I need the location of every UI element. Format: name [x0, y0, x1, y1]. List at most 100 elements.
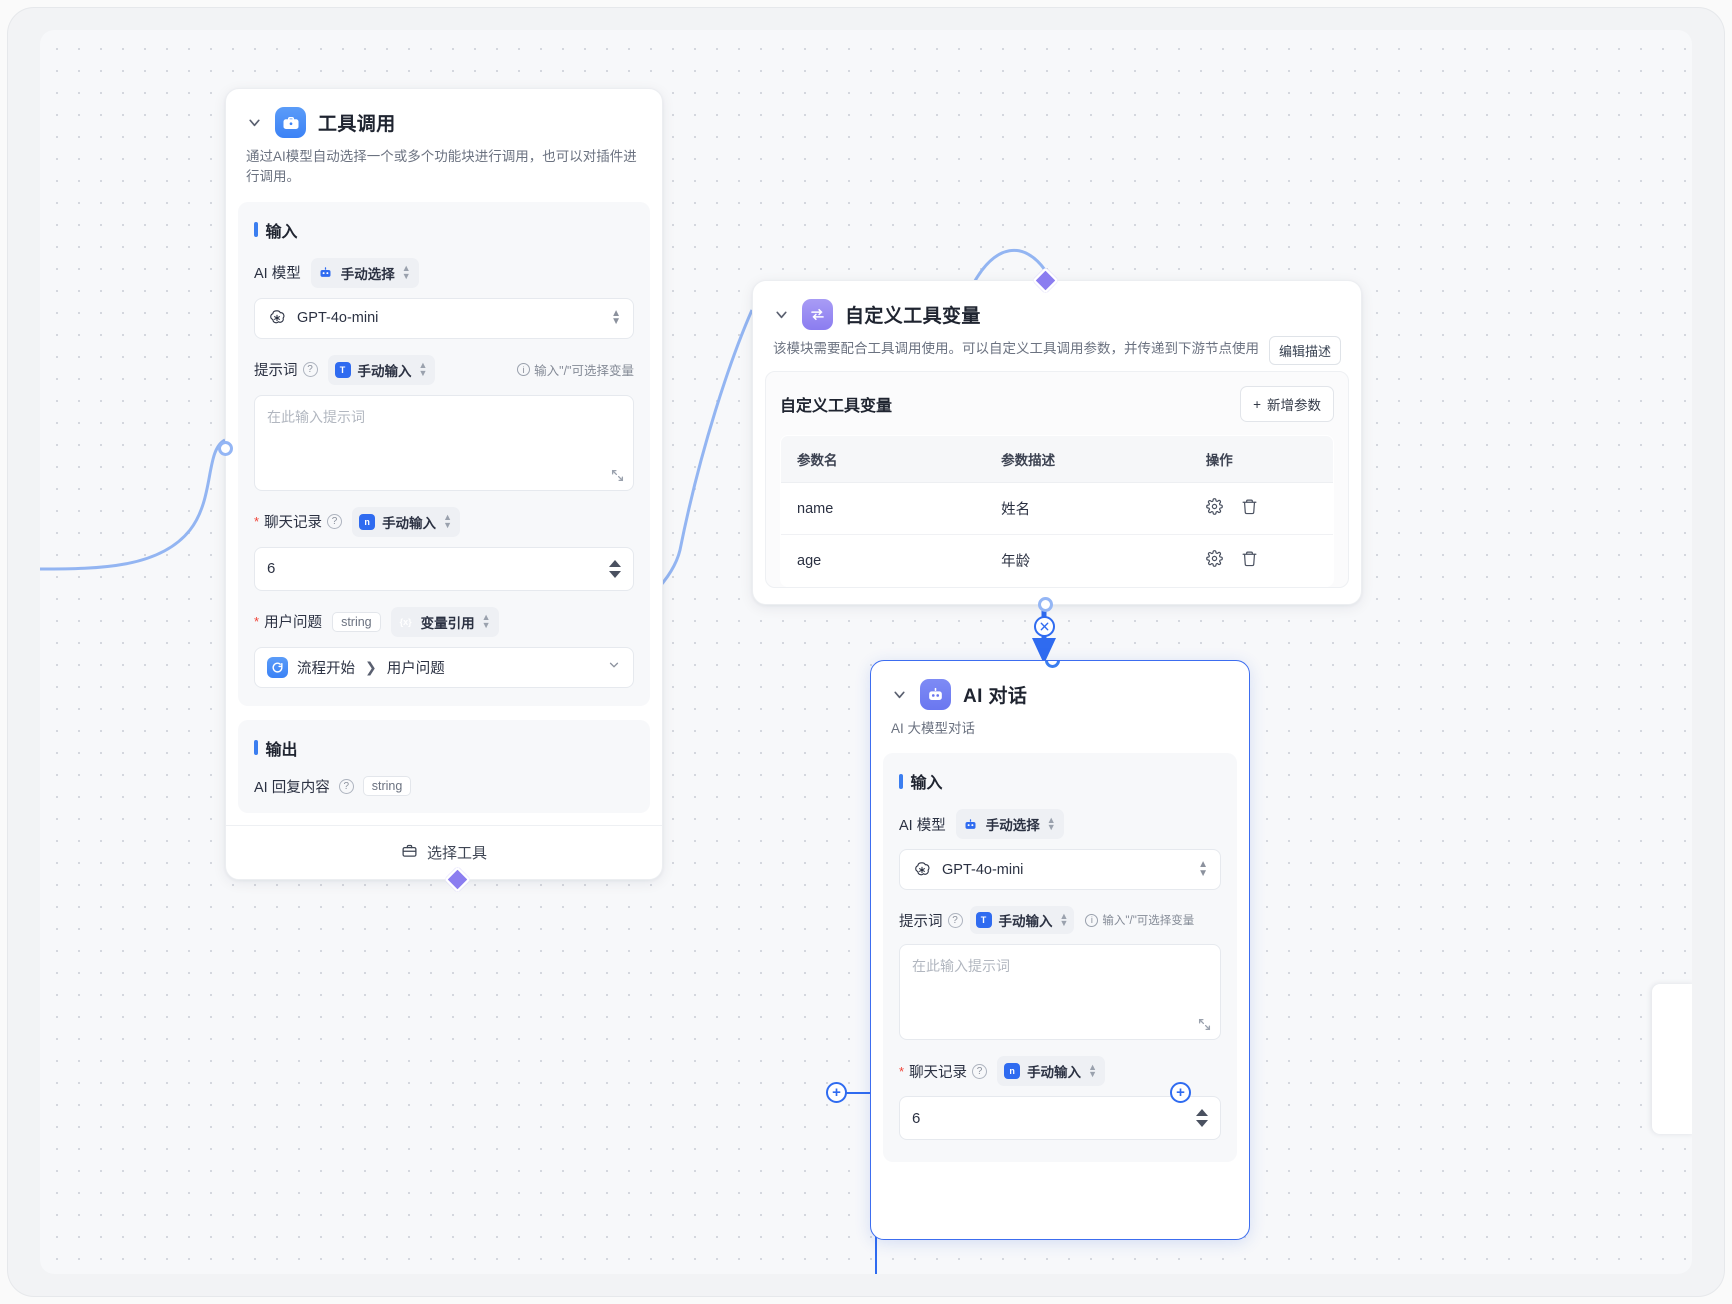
toolbox-icon [275, 107, 306, 138]
chevron-updown-icon: ▲▼ [481, 612, 491, 630]
chat-history-mode-select[interactable]: n 手动输入 ▲▼ [997, 1056, 1105, 1087]
prompt-label: 提示词 ? [254, 359, 318, 380]
table-row: age 年龄 [781, 535, 1333, 587]
help-icon[interactable]: ? [947, 912, 963, 928]
output-section-title: 输出 [254, 736, 634, 760]
input-section-label: 输入 [910, 775, 943, 793]
handle-ai-chat-input[interactable] [1045, 661, 1060, 668]
node-description-text: AI 大模型对话 [891, 721, 976, 736]
prompt-textarea[interactable]: 在此输入提示词 [899, 944, 1221, 1041]
ai-model-mode-select[interactable]: 手动选择 ▲▼ [310, 257, 419, 288]
field-chat-history: * 聊天记录 ? n 手动输入 ▲▼ [254, 506, 634, 537]
node-description: 通过AI模型自动选择一个或多个功能块进行调用，也可以对插件进行调用。 [246, 147, 642, 188]
chat-history-stepper[interactable]: 6 [899, 1096, 1221, 1141]
handle-custom-var-output[interactable] [1038, 597, 1053, 612]
workflow-canvas[interactable]: 工具调用 通过AI模型自动选择一个或多个功能块进行调用，也可以对插件进行调用。 … [40, 30, 1692, 1274]
chevron-down-icon[interactable] [607, 658, 621, 676]
output-panel: 输出 AI 回复内容 ? string [238, 719, 650, 813]
expand-icon[interactable] [611, 469, 624, 482]
chevron-down-icon[interactable] [246, 114, 263, 131]
output-row: AI 回复内容 ? string [254, 776, 634, 797]
cell-param-desc: 姓名 [985, 482, 1190, 535]
chevron-updown-icon: ▲▼ [418, 360, 428, 378]
node-tool-call[interactable]: 工具调用 通过AI模型自动选择一个或多个功能块进行调用，也可以对插件进行调用。 … [218, 88, 663, 893]
chat-history-value: 6 [912, 1109, 921, 1127]
ai-model-label: AI 模型 [899, 817, 946, 834]
parameters-table: 参数名 参数描述 操作 name 姓名 [780, 435, 1334, 587]
reference-field: 用户问题 [386, 660, 445, 677]
openai-icon [267, 308, 287, 328]
add-parameter-button[interactable]: + 新增参数 [1240, 386, 1334, 422]
add-node-right-button[interactable]: + [1170, 1082, 1191, 1103]
prompt-hint-text: 输入"/"可选择变量 [534, 364, 634, 378]
minimap-panel[interactable] [1652, 984, 1692, 1134]
input-section-label: 输入 [265, 223, 298, 241]
help-icon[interactable]: ? [327, 514, 343, 529]
chat-history-stepper[interactable]: 6 [254, 546, 634, 591]
node-title: 工具调用 [318, 114, 396, 135]
ai-model-mode-select[interactable]: 手动选择 ▲▼ [955, 809, 1064, 840]
info-icon: i [1085, 913, 1099, 927]
user-question-reference-select[interactable]: 流程开始 ❯ 用户问题 [254, 646, 634, 688]
prompt-placeholder: 在此输入提示词 [912, 958, 1010, 975]
input-panel: 输入 AI 模型 手动选择 ▲▼ [883, 753, 1237, 1163]
help-icon[interactable]: ? [972, 1063, 988, 1079]
chevron-down-icon[interactable] [891, 686, 908, 703]
ai-model-select[interactable]: GPT-4o-mini ▲▼ [254, 297, 634, 339]
user-question-mode-select[interactable]: {x} 变量引用 ▲▼ [390, 606, 499, 637]
gear-icon[interactable] [1205, 498, 1223, 519]
prompt-mode-select[interactable]: T 手动输入 ▲▼ [969, 906, 1075, 935]
trash-icon[interactable] [1241, 550, 1258, 571]
cell-param-desc: 年龄 [1001, 554, 1031, 570]
number-input-icon: n [359, 513, 376, 530]
node-ai-chat[interactable]: AI 对话 AI 大模型对话 输入 AI 模型 手 [870, 660, 1250, 1240]
info-icon: i [517, 363, 531, 376]
prompt-textarea[interactable]: 在此输入提示词 [254, 394, 634, 491]
prompt-mode-select[interactable]: T 手动输入 ▲▼ [327, 354, 436, 385]
ai-model-label: AI 模型 [254, 266, 301, 282]
node-description-text: 通过AI模型自动选择一个或多个功能块进行调用，也可以对插件进行调用。 [246, 149, 637, 185]
chevron-down-icon[interactable] [773, 306, 790, 323]
stepper-arrows[interactable] [1196, 1109, 1208, 1128]
edit-description-button[interactable]: 编辑描述 [1268, 336, 1341, 365]
gear-icon[interactable] [1205, 550, 1223, 571]
cell-actions [1190, 535, 1333, 587]
edge-remove-button[interactable] [1034, 616, 1055, 637]
add-node-left-button[interactable]: + [826, 1082, 847, 1103]
prompt-label-text: 提示词 [254, 363, 298, 379]
column-header-actions: 操作 [1189, 436, 1333, 483]
field-chat-history: * 聊天记录 ? n 手动输入 ▲▼ [899, 1056, 1221, 1087]
toolbox-outline-icon [401, 842, 418, 863]
input-section-title: 输入 [899, 769, 1221, 793]
chat-history-label-text: 聊天记录 [264, 515, 323, 531]
stepper-arrows[interactable] [609, 559, 621, 578]
chat-history-label-text: 聊天记录 [909, 1064, 968, 1081]
variable-swap-icon [802, 299, 833, 330]
chevron-updown-icon: ▲▼ [401, 263, 411, 281]
node-header: AI 对话 AI 大模型对话 [871, 661, 1249, 739]
user-question-type-chip: string [332, 611, 381, 632]
trash-icon[interactable] [1241, 498, 1258, 519]
node-header: 工具调用 通过AI模型自动选择一个或多个功能块进行调用，也可以对插件进行调用。 [226, 89, 662, 188]
required-marker: * [899, 1063, 905, 1079]
column-header-param-desc: 参数描述 [985, 436, 1190, 483]
prompt-label-text: 提示词 [899, 913, 943, 930]
field-prompt: 提示词 ? T 手动输入 ▲▼ i 输入"/"可选择变量 [254, 354, 634, 385]
ai-model-select[interactable]: GPT-4o-mini ▲▼ [899, 849, 1221, 891]
node-description: AI 大模型对话 [891, 719, 1229, 739]
node-title: 自定义工具变量 [845, 306, 981, 327]
number-input-icon: n [1004, 1063, 1021, 1080]
chat-history-mode-select[interactable]: n 手动输入 ▲▼ [352, 506, 460, 537]
node-custom-tool-variable[interactable]: 自定义工具变量 该模块需要配合工具调用使用。可以自定义工具调用参数，并传递到下游… [752, 267, 1362, 612]
chat-history-value: 6 [267, 560, 276, 577]
chevron-updown-icon: ▲▼ [611, 307, 621, 327]
help-icon[interactable]: ? [338, 778, 354, 794]
select-tool-button[interactable]: 选择工具 [226, 824, 662, 879]
flow-start-icon [267, 656, 288, 678]
ai-model-mode-label: 手动选择 [340, 266, 395, 282]
help-icon[interactable]: ? [302, 362, 318, 377]
expand-icon[interactable] [1198, 1018, 1211, 1031]
handle-input-tool-call[interactable] [218, 441, 233, 456]
node-description: 该模块需要配合工具调用使用。可以自定义工具调用参数，并传递到下游节点使用 编辑描… [773, 336, 1341, 365]
custom-variable-card-header: 自定义工具变量 + 新增参数 [780, 386, 1334, 422]
